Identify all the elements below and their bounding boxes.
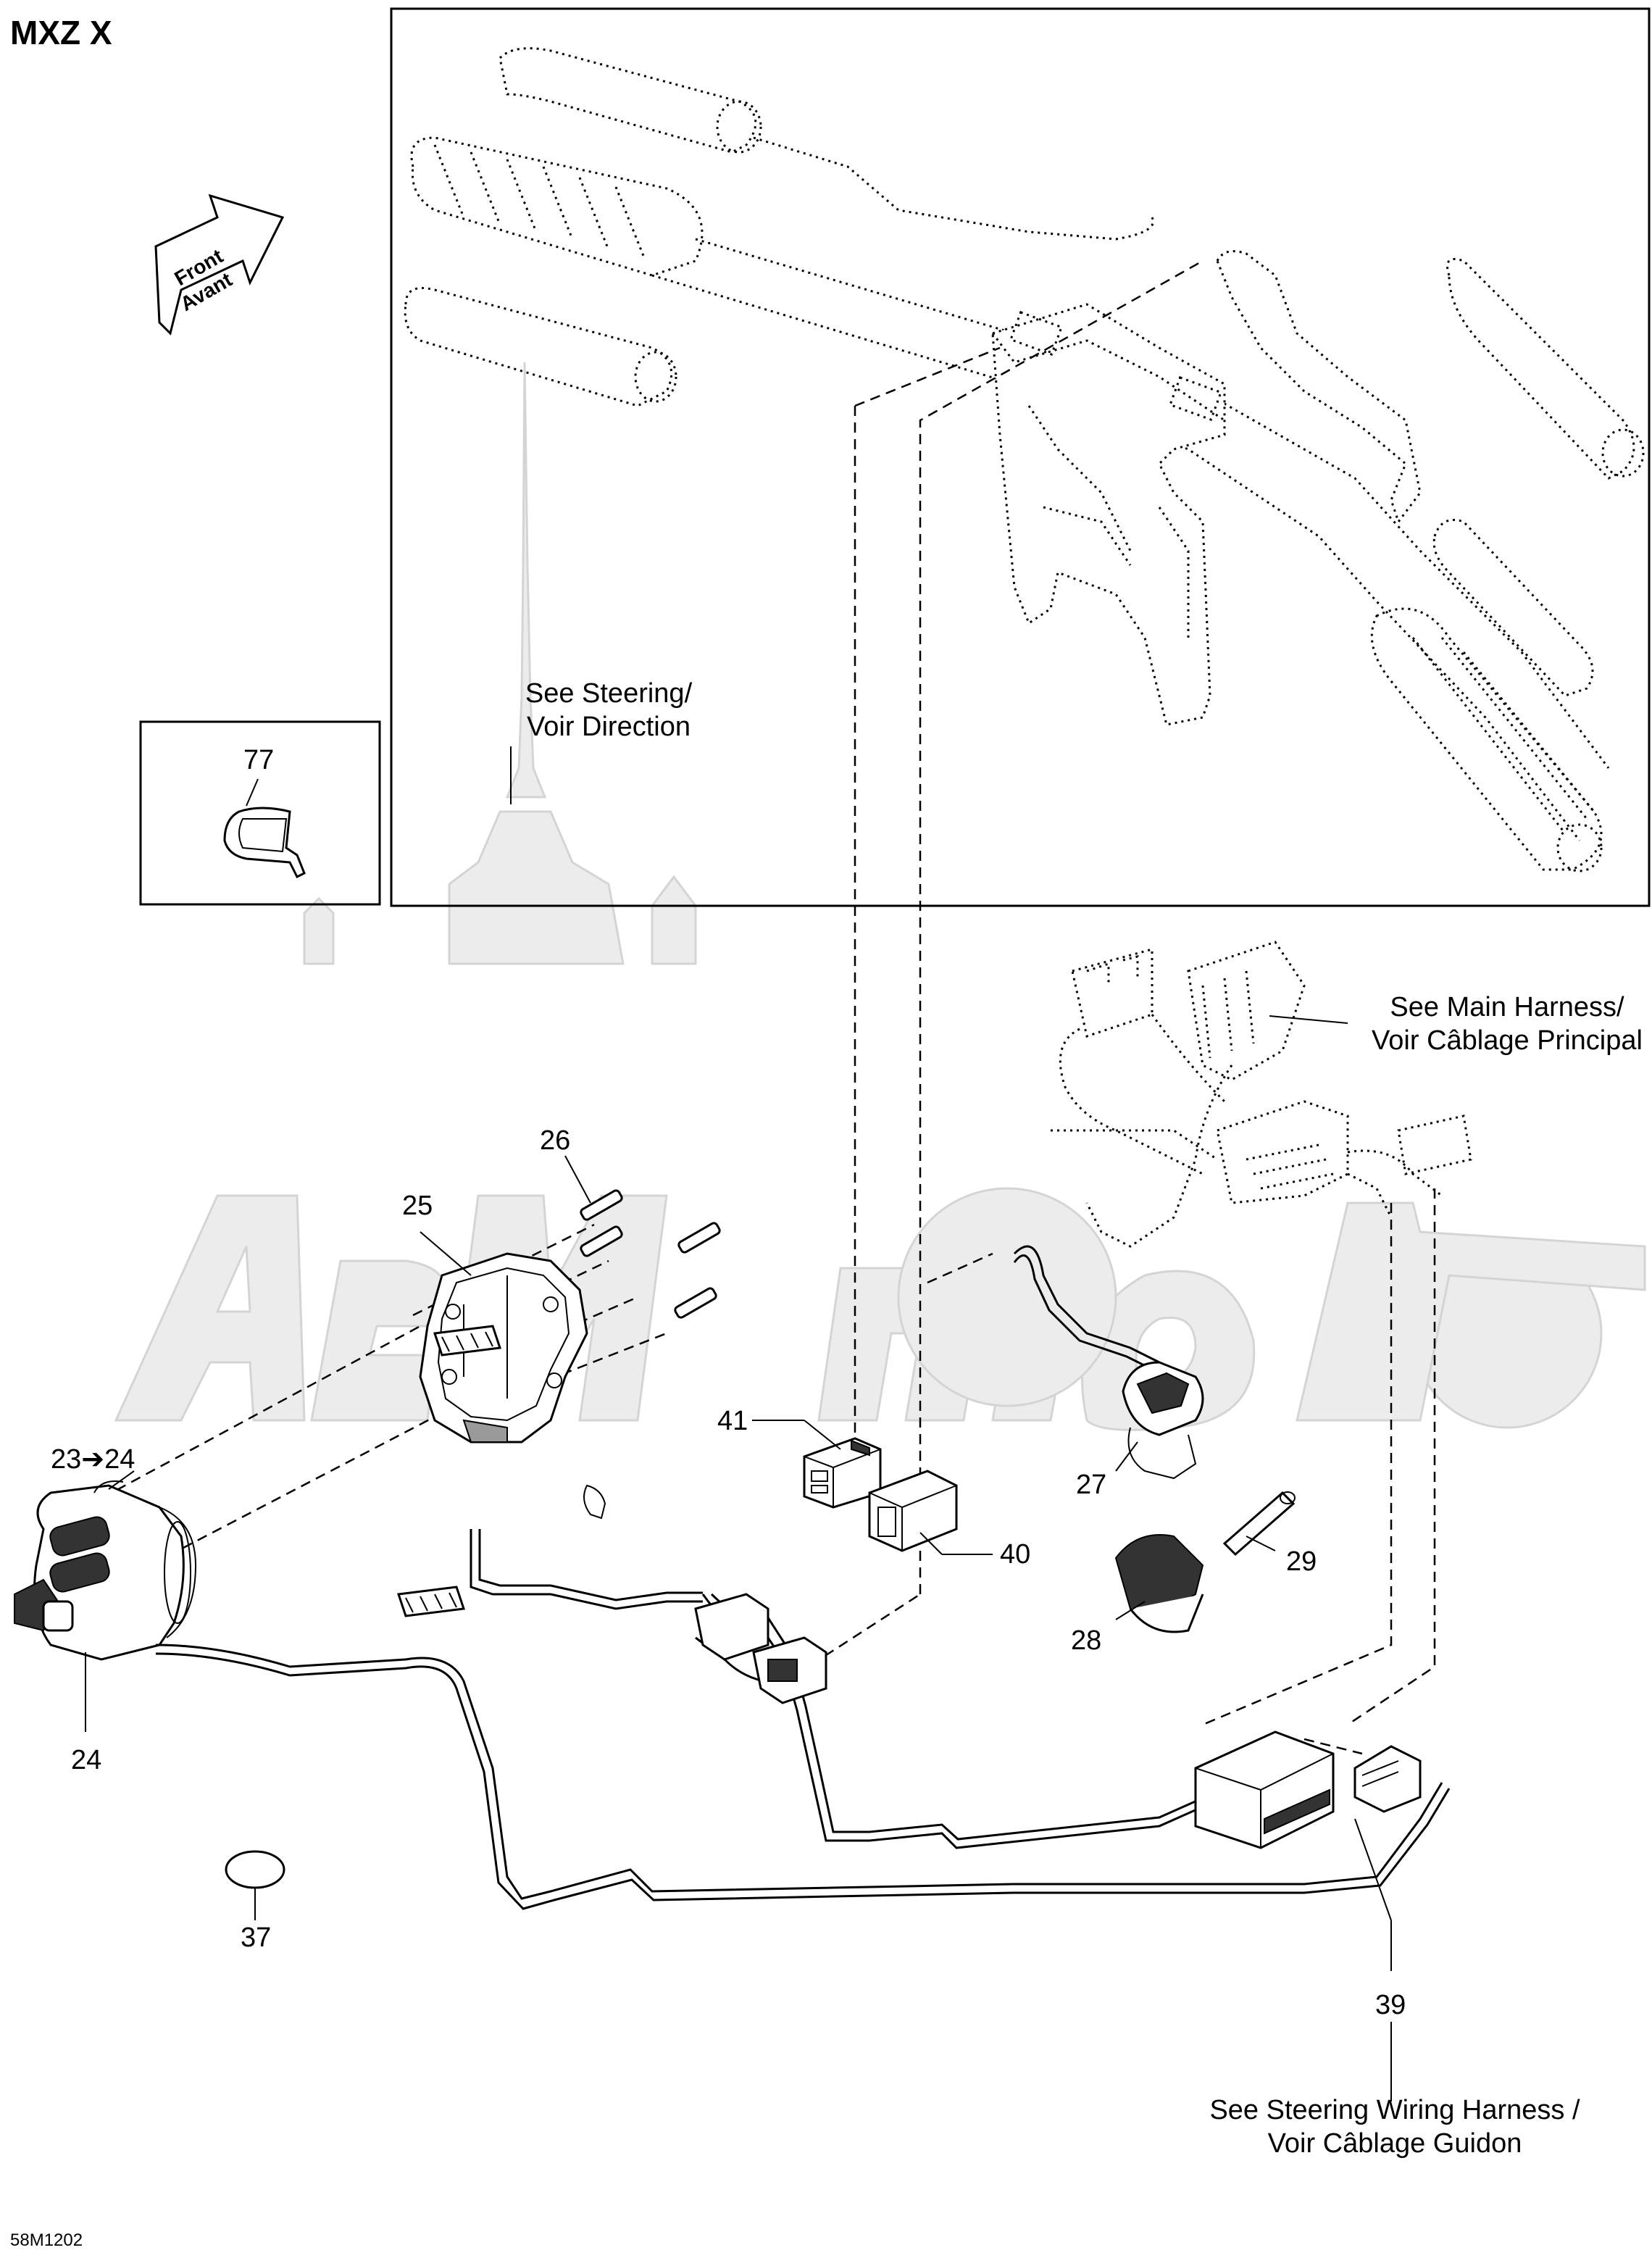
part-40-connector [868,1470,958,1552]
part-26-screws [580,1189,721,1319]
inset-frame-77 [139,720,381,906]
callout-25: 25 [402,1191,433,1221]
harness-connectors [396,1325,827,1704]
callout-77: 77 [243,745,275,775]
drawing-code: 58M1202 [10,2230,83,2250]
callout-26: 26 [540,1125,571,1156]
part-37-label [225,1850,285,1889]
front-arrow-icon: Front Avant [154,193,285,336]
callout-37: 37 [241,1922,272,1953]
part-39-module [1194,1730,1422,2101]
callout-41: 41 [717,1406,748,1436]
watermark-logo [114,362,1646,1431]
callout-leaders [85,1155,1276,1920]
main-harness-reference [1051,941,1472,1248]
callout-23-24: 23➔24 [51,1444,135,1475]
part-27-switch [1122,1361,1204,1480]
steering-frame [390,7,1651,907]
part-77-clip [223,778,306,879]
model-title: MXZ X [10,14,112,51]
small-clip [583,1484,606,1520]
part-23-24-switch-housing [14,1480,197,1661]
callout-27: 27 [1076,1470,1107,1500]
main-harness-reference-note: See Main Harness/ Voir Câblage Principal [1372,992,1643,1056]
callout-28: 28 [1071,1625,1102,1656]
part-29-pin [1222,1491,1296,1557]
steering-reference-note: See Steering/ Voir Direction [525,678,693,742]
callout-40: 40 [1000,1539,1031,1570]
part-28-switch [1114,1534,1204,1633]
callout-29: 29 [1286,1546,1317,1577]
callout-24: 24 [71,1745,102,1775]
alignment-lines [57,259,1436,1755]
handlebar-assembly [404,47,1645,872]
callout-39: 39 [1375,1990,1406,2020]
part-25-housing [419,1252,588,1443]
steering-wiring-reference-note: See Steering Wiring Harness / Voir Câbla… [1209,2095,1580,2159]
